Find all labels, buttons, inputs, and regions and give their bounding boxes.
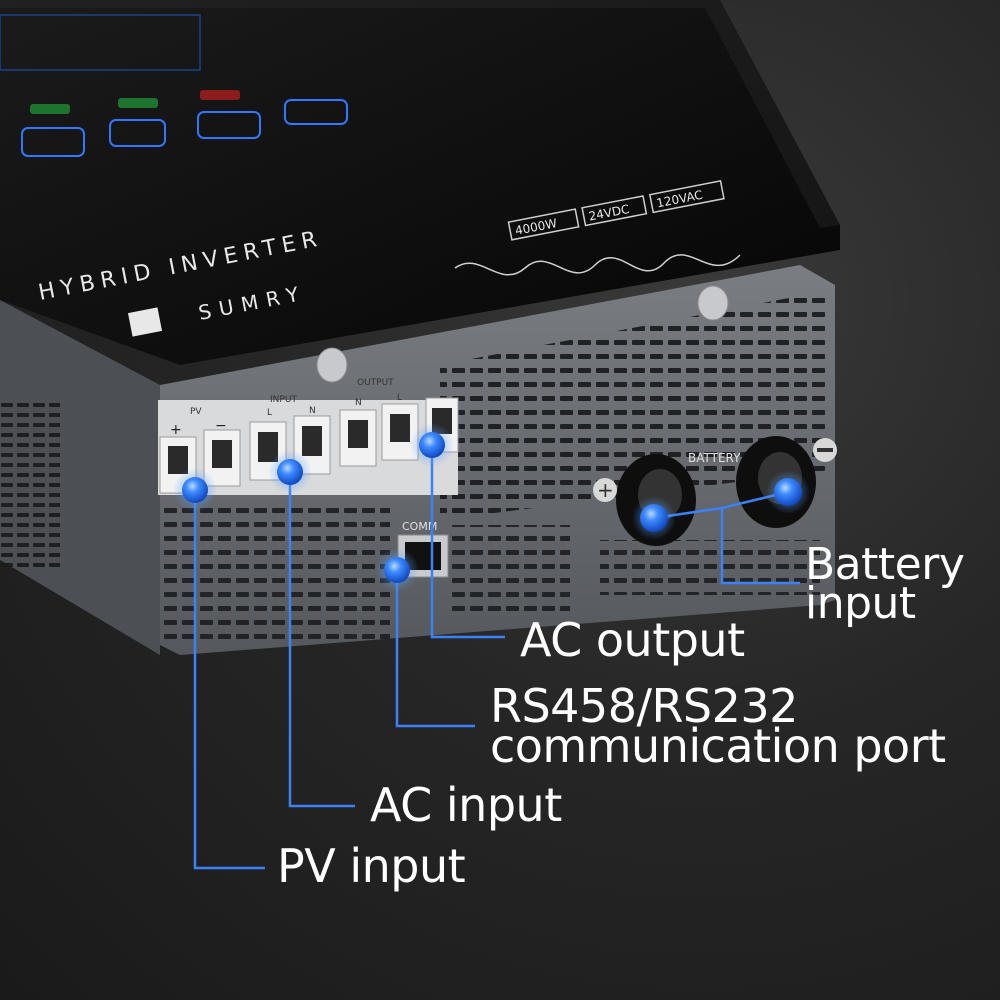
battery-input-label-line2: input xyxy=(805,577,916,629)
svg-text:−: − xyxy=(215,418,227,434)
svg-text:+: + xyxy=(597,478,614,502)
battery-input-label: Battery input xyxy=(805,539,965,629)
pv-input-leader xyxy=(193,490,265,870)
ac-output-leader xyxy=(430,445,505,639)
comm-port-label: RS458/RS232 communication port xyxy=(490,679,946,774)
comm-port-label-line2: communication port xyxy=(490,719,946,774)
ac-output-label: AC output xyxy=(520,613,745,667)
battery-plus-marker xyxy=(640,504,668,532)
svg-text:L: L xyxy=(267,408,272,418)
ac-output-marker xyxy=(419,432,445,458)
battery-input-label-line1: Battery xyxy=(805,539,965,590)
callout-leader-lines xyxy=(193,445,800,870)
svg-text:L: L xyxy=(397,393,402,403)
battery-input-leader xyxy=(653,506,800,585)
comm-port-leader xyxy=(395,570,475,728)
up-button xyxy=(109,119,166,147)
thumb-screw-right xyxy=(697,285,729,321)
control-button-row xyxy=(0,14,348,157)
svg-text:INPUT: INPUT xyxy=(270,395,297,405)
svg-text:PV: PV xyxy=(190,407,202,417)
svg-text:+: + xyxy=(170,422,182,438)
comm-port-marker xyxy=(384,557,410,583)
enter-button xyxy=(284,99,348,125)
svg-text:OUTPUT: OUTPUT xyxy=(357,378,394,388)
down-button xyxy=(197,111,261,139)
svg-text:COMM: COMM xyxy=(402,520,437,533)
sine-wave-graphic xyxy=(454,254,741,276)
esc-button xyxy=(21,127,85,157)
battery-minus-marker xyxy=(774,478,802,506)
comm-port-label-line1: RS458/RS232 xyxy=(490,679,798,733)
ac-input-marker xyxy=(277,459,303,485)
thumb-screw-left xyxy=(316,347,348,383)
callout-markers xyxy=(173,423,810,592)
pv-input-label: PV input xyxy=(277,839,466,893)
pv-input-marker xyxy=(182,477,208,503)
svg-text:N: N xyxy=(355,398,362,408)
ac-input-leader xyxy=(288,472,355,808)
inverter-side-face xyxy=(0,300,160,655)
svg-text:N: N xyxy=(309,406,316,416)
svg-text:BATTERY: BATTERY xyxy=(688,451,741,465)
ac-input-label: AC input xyxy=(370,778,562,832)
brand-logo xyxy=(127,307,163,337)
